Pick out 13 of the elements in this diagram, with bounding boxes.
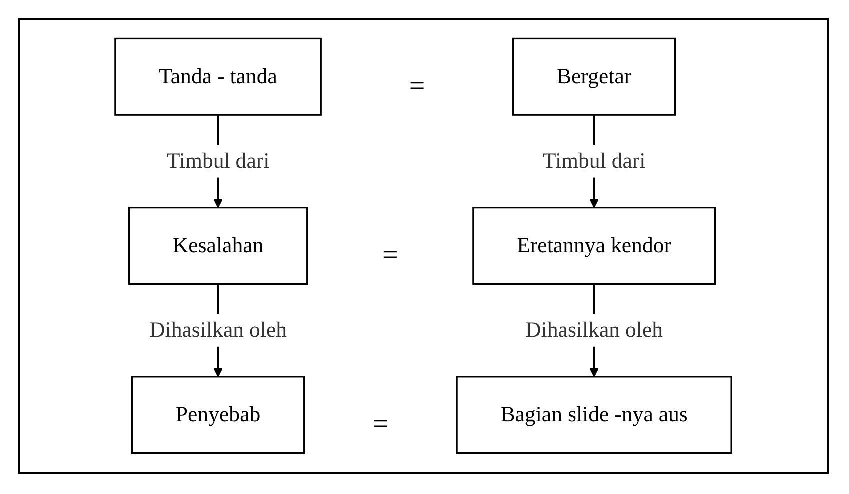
node-box (512, 38, 676, 116)
edge-label: Timbul dari (542, 149, 646, 174)
edge-label: Dihasilkan oleh (150, 318, 288, 343)
node-box (128, 207, 308, 285)
equals-sign: = (409, 70, 426, 103)
node-box (114, 38, 322, 116)
edge-label: Timbul dari (166, 149, 270, 174)
node-box (456, 376, 732, 454)
edge-label: Dihasilkan oleh (526, 318, 664, 343)
equals-sign: = (382, 240, 398, 272)
equals-sign: = (372, 409, 389, 442)
node-box (131, 376, 306, 454)
node-box (472, 207, 716, 285)
